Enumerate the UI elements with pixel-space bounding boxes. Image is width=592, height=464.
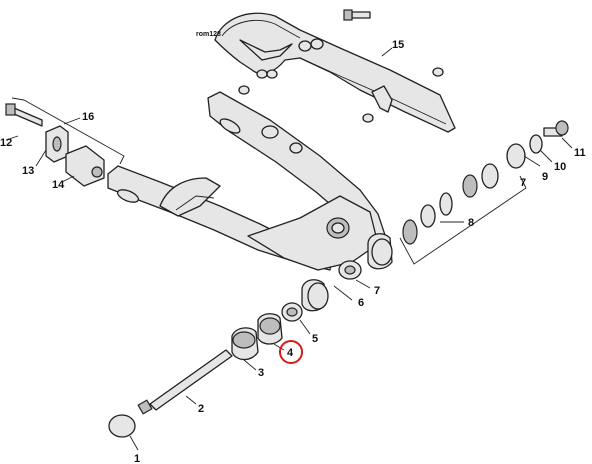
- pivot-spacer: [338, 260, 362, 280]
- callout-6: 6: [358, 297, 364, 309]
- guard-mounting-bolt: [343, 9, 371, 21]
- callout-7-upper: 7: [520, 177, 526, 189]
- bracket-group-line: [11, 97, 125, 165]
- callout-13: 13: [22, 165, 34, 177]
- pivot-bearing-group: [402, 120, 569, 245]
- bearing-sleeve: [257, 313, 283, 345]
- callout-10: 10: [554, 161, 566, 173]
- callout-15: 15: [392, 39, 404, 51]
- callout-3: 3: [258, 367, 264, 379]
- callout-4: 4: [287, 347, 294, 359]
- pivot-cap: [108, 414, 136, 438]
- callout-5: 5: [312, 333, 318, 345]
- spacer-washer: [281, 302, 303, 322]
- callout-4-highlight-ring: [279, 340, 303, 364]
- adjuster-bolt: [5, 103, 43, 127]
- callout-2: 2: [198, 403, 204, 415]
- drawing-reference-code: rom128: [196, 31, 221, 38]
- callout-16: 16: [82, 111, 94, 123]
- pivot-shaft: [137, 349, 233, 415]
- callout-7-lower: 7: [374, 285, 380, 297]
- callout-11: 11: [574, 147, 586, 159]
- bearing-group-line: [399, 175, 527, 265]
- adjuster-plate: [45, 125, 69, 163]
- callout-8: 8: [468, 217, 474, 229]
- swingarm: [107, 91, 393, 312]
- bushing: [231, 327, 259, 361]
- adjuster-block: [65, 145, 105, 187]
- callout-14: 14: [52, 179, 65, 191]
- callout-12: 12: [0, 137, 12, 149]
- callout-9: 9: [542, 171, 548, 183]
- belt-guard: [214, 12, 456, 133]
- guard-hardware: [238, 38, 444, 123]
- leader-lines: [5, 47, 573, 451]
- callout-1: 1: [134, 453, 140, 464]
